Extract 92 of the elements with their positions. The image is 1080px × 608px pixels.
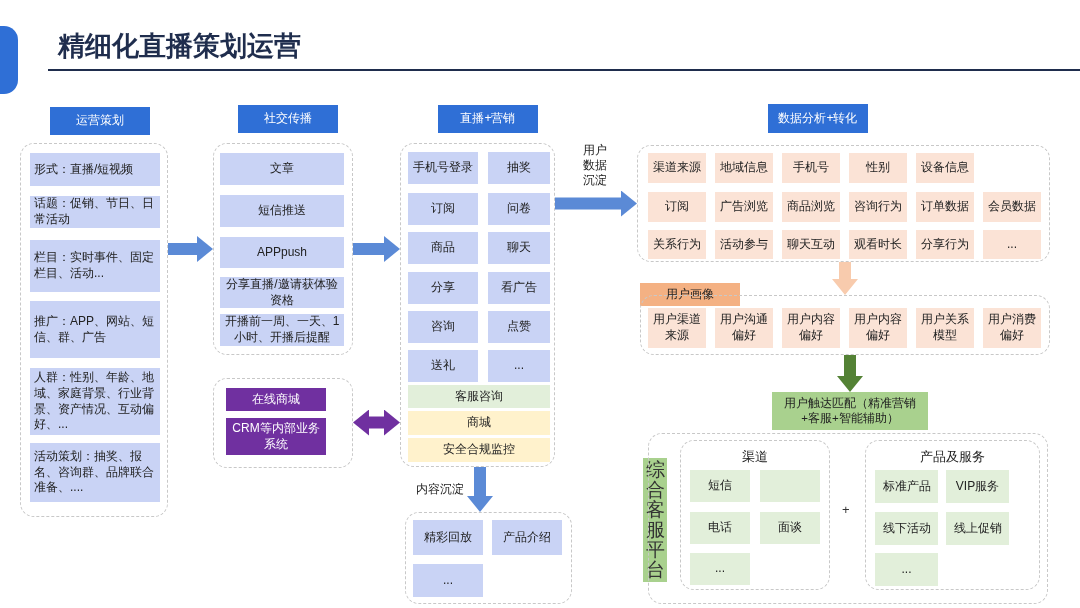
item-box: 短信推送: [220, 195, 344, 227]
data-tag: ...: [983, 230, 1041, 259]
item-box: 点赞: [488, 311, 550, 343]
item-box: 线上促销: [946, 512, 1009, 545]
item-box: ...: [690, 553, 750, 585]
data-tag: 性别: [849, 153, 907, 183]
data-tag: 用户消费偏好: [983, 308, 1041, 348]
data-tag: 地域信息: [715, 153, 773, 183]
block-arrow: [837, 355, 863, 392]
edge-label: 用户数据沉淀: [583, 142, 609, 188]
data-tag: 关系行为: [648, 230, 706, 259]
data-tag: 用户内容偏好: [849, 308, 907, 348]
item-box: VIP服务: [946, 470, 1009, 503]
item-box: 商品: [408, 232, 478, 264]
item-box: 商城: [408, 411, 550, 435]
item-box: ...: [488, 350, 550, 382]
data-tag: 用户沟通偏好: [715, 308, 773, 348]
block-arrow: [353, 409, 400, 436]
item-box: 送礼: [408, 350, 478, 382]
dashed-panel: [213, 143, 353, 355]
item-box: 标准产品: [875, 470, 938, 503]
item-box: 人群：性别、年龄、地域、家庭背景、行业背景、资产情况、互动偏好、...: [30, 368, 160, 435]
block-arrow: [168, 236, 213, 262]
plus-sign: +: [842, 502, 850, 517]
data-tag: 会员数据: [983, 192, 1041, 222]
item-box: 线下活动: [875, 512, 938, 545]
system-box: CRM等内部业务系统: [226, 418, 326, 455]
item-box: 分享: [408, 272, 478, 304]
item-box: [760, 470, 820, 502]
dashed-panel: [680, 440, 830, 590]
data-tag: 订单数据: [916, 192, 974, 222]
item-box: 问卷: [488, 193, 550, 225]
item-box: 形式：直播/短视频: [30, 153, 160, 186]
data-tag: 广告浏览: [715, 192, 773, 222]
dashed-panel: [400, 143, 555, 467]
dashed-panel: [648, 433, 1048, 604]
item-box: 开播前一周、一天、1小时、开播后提醒: [220, 314, 344, 346]
item-box: 推广：APP、网站、短信、群、广告: [30, 301, 160, 358]
item-box: 文章: [220, 153, 344, 185]
dashed-panel: [20, 143, 168, 517]
section-header: 数据分析+转化: [768, 104, 868, 133]
item-box: 面谈: [760, 512, 820, 544]
data-tag: 订阅: [648, 192, 706, 222]
data-tag: 商品浏览: [782, 192, 840, 222]
item-box: 产品介绍: [492, 520, 562, 555]
item-box: 咨询: [408, 311, 478, 343]
block-arrow: [467, 467, 493, 512]
page-title: 精细化直播策划运营: [58, 30, 301, 63]
item-box: 短信: [690, 470, 750, 502]
data-tag: 观看时长: [849, 230, 907, 259]
item-box: 订阅: [408, 193, 478, 225]
dashed-panel: [405, 512, 572, 604]
side-banner: 综合客服平台: [643, 458, 667, 582]
item-box: 精彩回放: [413, 520, 483, 555]
item-box: 栏目：实时事件、固定栏目、活动...: [30, 240, 160, 292]
item-box: ...: [413, 564, 483, 597]
item-box: 话题：促销、节日、日常活动: [30, 196, 160, 228]
data-tag: 设备信息: [916, 153, 974, 183]
item-box: 分享直播/邀请获体验资格: [220, 277, 344, 308]
data-tag: 用户内容偏好: [782, 308, 840, 348]
item-box: 客服咨询: [408, 385, 550, 408]
section-header: 社交传播: [238, 105, 338, 133]
dashed-panel: [865, 440, 1040, 590]
edge-label: 内容沉淀: [416, 481, 464, 497]
item-box: 安全合规监控: [408, 438, 550, 462]
item-box: 电话: [690, 512, 750, 544]
data-tag: 活动参与: [715, 230, 773, 259]
data-tag: 手机号: [782, 153, 840, 183]
data-tag: 分享行为: [916, 230, 974, 259]
section-header: 直播+营销: [438, 105, 538, 133]
data-tag: 渠道来源: [648, 153, 706, 183]
block-arrow: [555, 190, 637, 217]
item-box: 抽奖: [488, 152, 550, 184]
system-box: 在线商城: [226, 388, 326, 411]
section-header: 运营策划: [50, 107, 150, 135]
panel-heading: 渠道: [742, 449, 768, 466]
item-box: 看广告: [488, 272, 550, 304]
block-arrow: [832, 262, 858, 295]
panel-heading: 产品及服务: [920, 449, 985, 466]
item-box: 聊天: [488, 232, 550, 264]
match-box: 用户触达匹配（精准营销+客服+智能辅助）: [772, 392, 928, 430]
dashed-panel: [637, 145, 1050, 262]
data-tag: 聊天互动: [782, 230, 840, 259]
item-box: 手机号登录: [408, 152, 478, 184]
item-box: ...: [875, 553, 938, 586]
data-tag: 咨询行为: [849, 192, 907, 222]
item-box: APPpush: [220, 237, 344, 268]
block-arrow: [353, 236, 400, 262]
data-tag: 用户关系模型: [916, 308, 974, 348]
data-tag: 用户渠道来源: [648, 308, 706, 348]
dashed-panel: [213, 378, 353, 468]
item-box: 活动策划：抽奖、报名、咨询群、品牌联合准备、....: [30, 443, 160, 502]
